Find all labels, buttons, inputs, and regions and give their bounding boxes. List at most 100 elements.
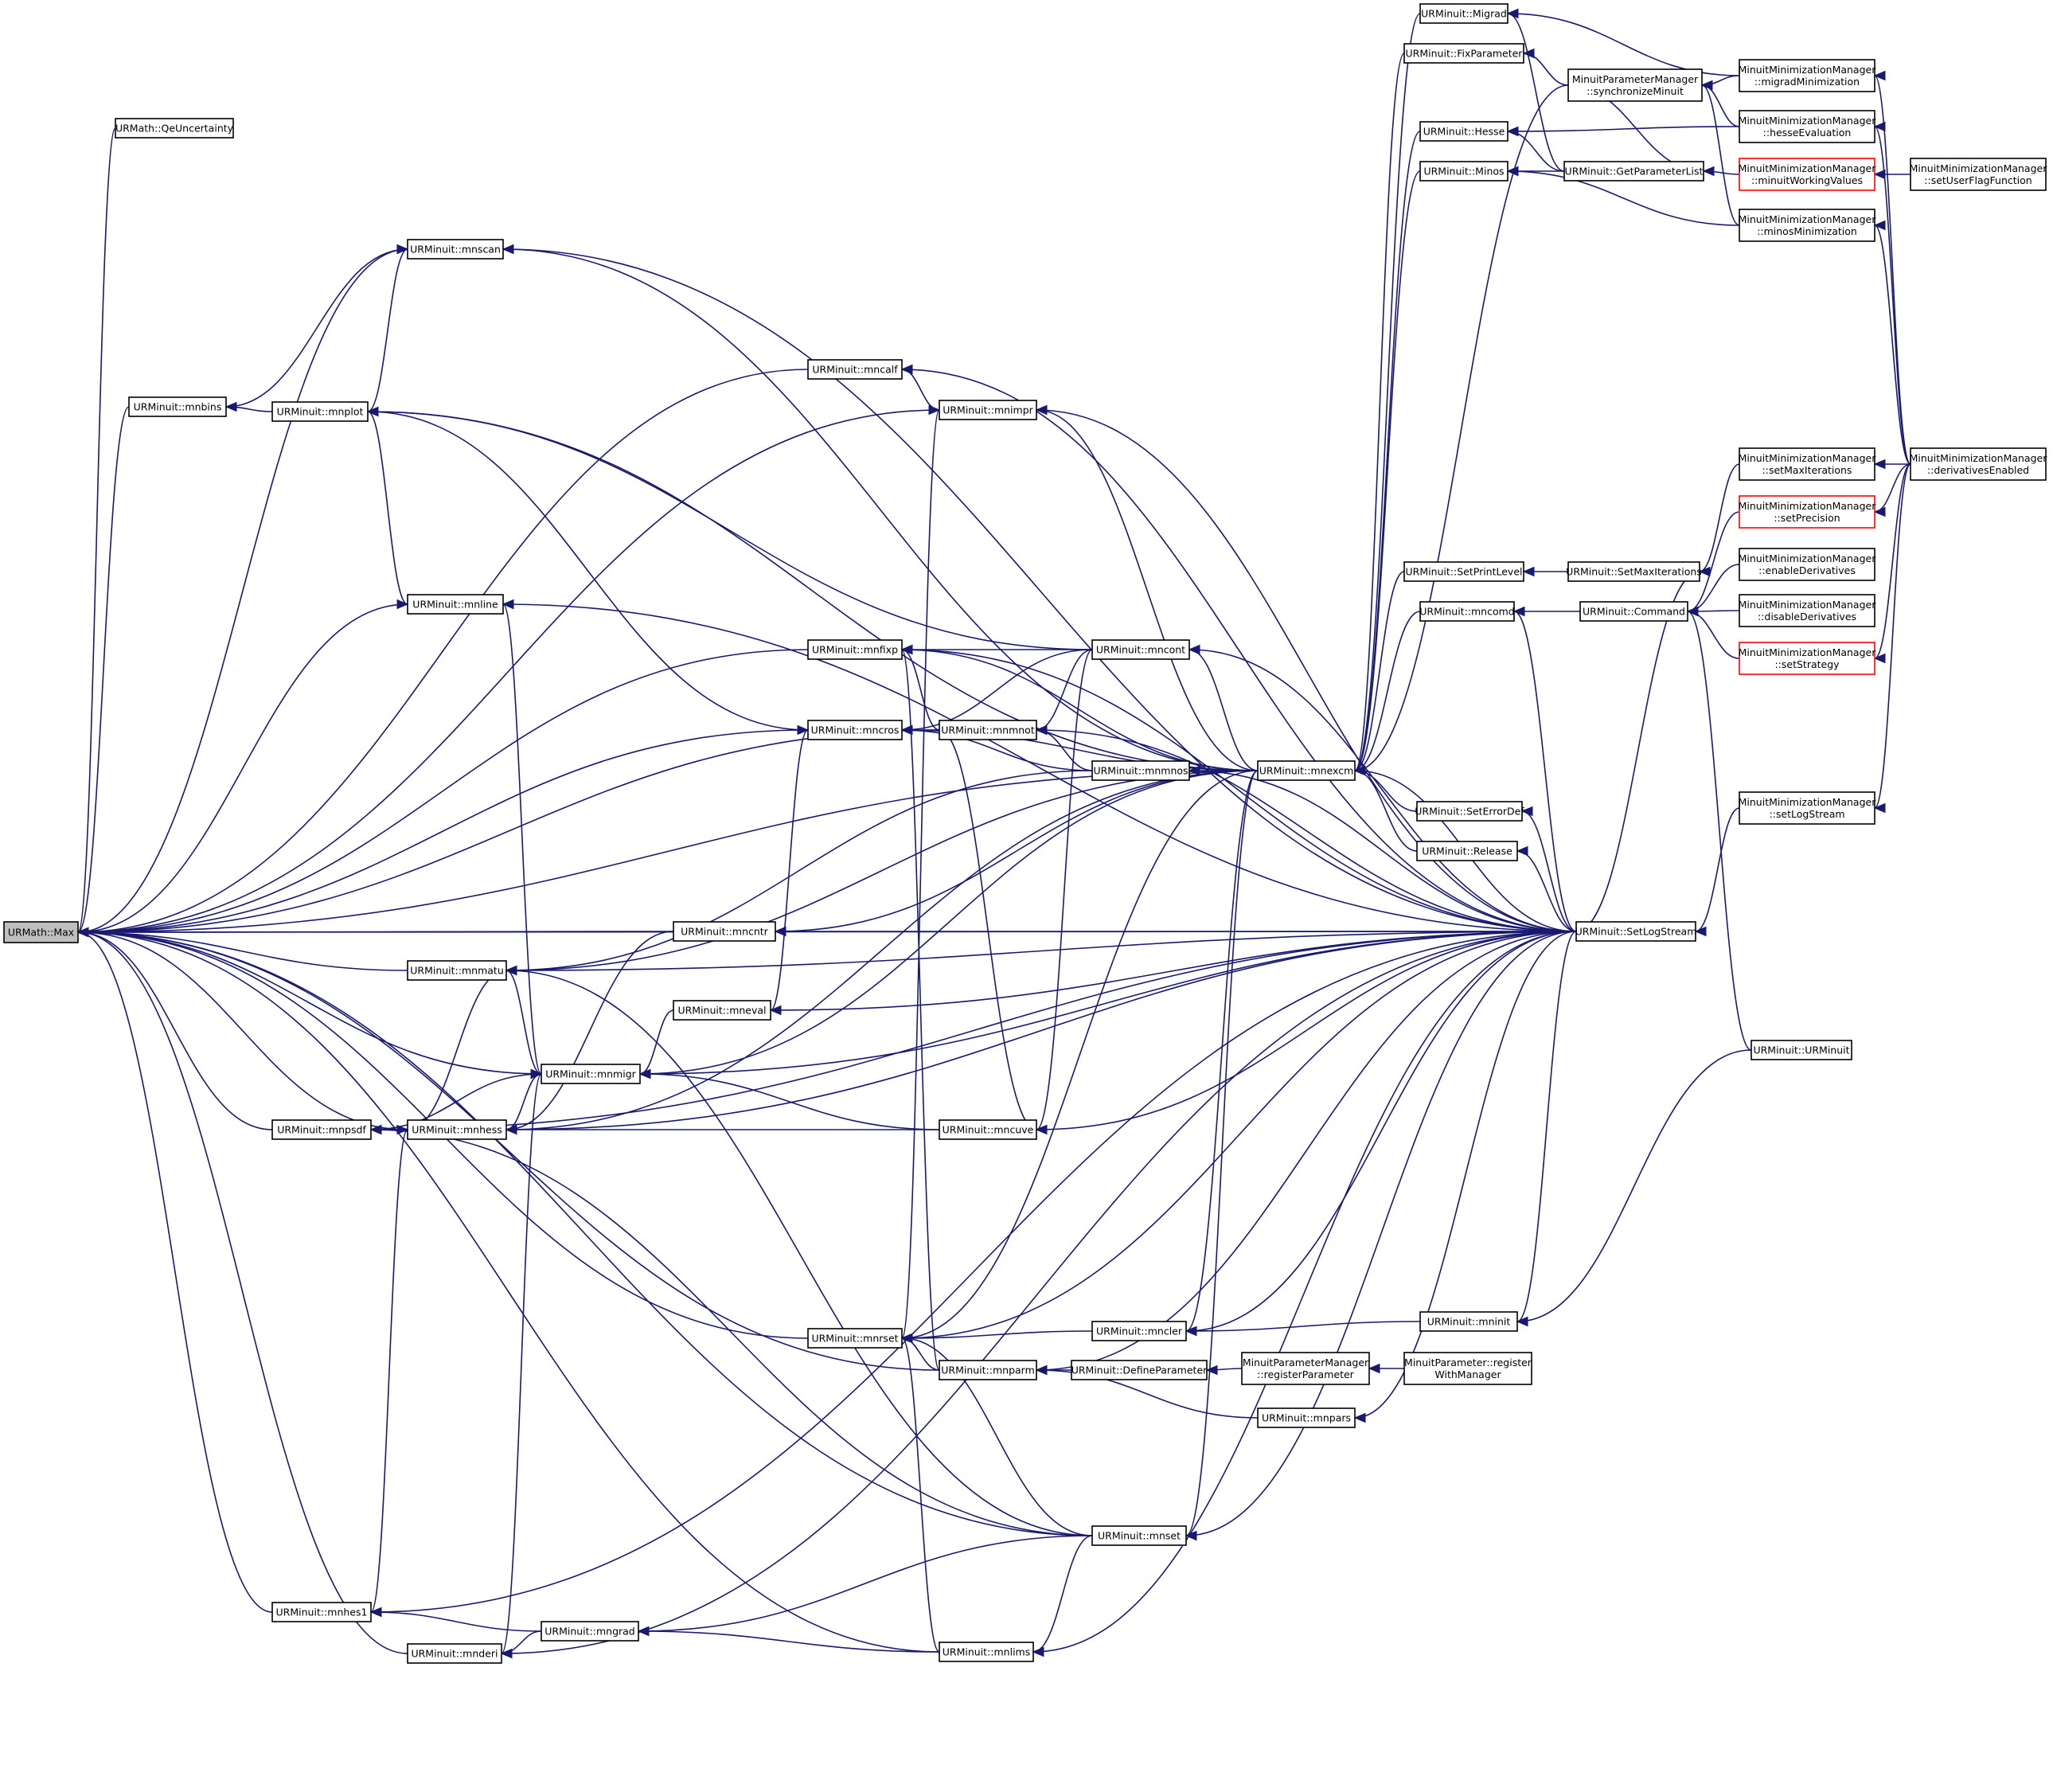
- edge-mnplot-to-mnbins: [224, 401, 273, 412]
- arrowhead: [1188, 644, 1200, 655]
- edge-release-to-mnexcm: [1353, 765, 1418, 852]
- edge-line: [505, 970, 542, 1075]
- node-box: [1910, 158, 2047, 191]
- node-setstrat[interactable]: MinuitMinimizationManager::setStrategy: [1739, 642, 1877, 675]
- node-mncros[interactable]: URMinuit::mncros: [807, 720, 903, 740]
- node-urminuit[interactable]: URMinuit::URMinuit: [1751, 1040, 1852, 1060]
- edge-line: [370, 931, 1577, 1130]
- node-mnmnos[interactable]: URMinuit::mnmnos: [1091, 760, 1190, 781]
- node-mnrset[interactable]: URMinuit::mnrset: [807, 1328, 903, 1349]
- edge-line: [901, 649, 1577, 932]
- node-command[interactable]: URMinuit::Command: [1579, 601, 1688, 622]
- node-disderiv[interactable]: MinuitMinimizationManager::disableDeriva…: [1739, 594, 1877, 627]
- node-mmsetlog[interactable]: MinuitMinimizationManager::setLogStream: [1739, 791, 1877, 825]
- edge-getparlist-to-migrad: [1506, 8, 1565, 172]
- node-minosmin[interactable]: MinuitMinimizationManager::minosMinimiza…: [1739, 209, 1877, 242]
- node-label: MinuitMinimizationManager: [1739, 796, 1877, 808]
- node-mnpsdf[interactable]: URMinuit::mnpsdf: [271, 1119, 372, 1140]
- node-mnmatu[interactable]: URMinuit::mnmatu: [407, 960, 507, 981]
- edge-mnmnos-to-mnmatu: [505, 770, 1093, 976]
- node-mnhes1[interactable]: URMinuit::mnhes1: [271, 1602, 372, 1622]
- node-label: URMath::Max: [8, 927, 74, 939]
- node-mncont[interactable]: URMinuit::mncont: [1091, 639, 1190, 660]
- node-mncomd[interactable]: URMinuit::mncomd: [1419, 601, 1515, 622]
- edge-line: [77, 931, 273, 1613]
- node-minos[interactable]: URMinuit::Minos: [1419, 161, 1509, 182]
- node-mnpars[interactable]: URMinuit::mnpars: [1257, 1407, 1356, 1428]
- node-label: MinuitMinimizationManager: [1910, 162, 2048, 174]
- node-label: URMinuit::SetErrorDef: [1415, 806, 1524, 818]
- node-mnscan[interactable]: URMinuit::mnscan: [407, 239, 504, 260]
- node-setuserflag[interactable]: MinuitMinimizationManager::setUserFlagFu…: [1910, 158, 2048, 191]
- node-mnlims[interactable]: URMinuit::mnlims: [939, 1642, 1034, 1662]
- node-label: URMinuit::mnpsdf: [277, 1124, 366, 1136]
- node-setprint[interactable]: URMinuit::SetPrintLevel: [1403, 561, 1524, 582]
- edge-line: [1874, 126, 1911, 465]
- arrowhead: [1873, 121, 1886, 132]
- edge-setlog-to-mninit: [1516, 931, 1577, 1327]
- node-mnbins[interactable]: URMinuit::mnbins: [128, 396, 227, 417]
- arrowhead: [769, 1005, 782, 1016]
- node-mncalf[interactable]: URMinuit::mncalf: [807, 359, 903, 380]
- node-mncntr[interactable]: URMinuit::mncntr: [673, 921, 776, 942]
- edge-mnmnot-to-max: [76, 729, 940, 938]
- node-mnplot[interactable]: URMinuit::mnplot: [271, 401, 369, 422]
- node-mnfixp[interactable]: URMinuit::mnfixp: [807, 639, 903, 660]
- edge-line: [1507, 126, 1740, 132]
- edge-derivenabled-to-setprec: [1873, 463, 1911, 517]
- node-syncmin[interactable]: MinuitParameterManager::synchronizeMinui…: [1567, 68, 1703, 102]
- arrowhead: [1516, 1316, 1528, 1327]
- node-setlog[interactable]: URMinuit::SetLogStream: [1575, 921, 1697, 942]
- edge-mnplot-to-mnscan: [367, 244, 409, 412]
- node-label: URMinuit::mnderi: [411, 1648, 498, 1660]
- node-mnset[interactable]: URMinuit::mnset: [1091, 1525, 1187, 1546]
- node-box: [1403, 43, 1524, 64]
- edge-derivenabled-to-mmsetmaxit: [1873, 459, 1911, 470]
- node-fixpar[interactable]: URMinuit::FixParameter: [1403, 43, 1524, 64]
- edge-line: [367, 248, 408, 412]
- node-box: [1403, 1352, 1532, 1385]
- node-setmaxit[interactable]: URMinuit::SetMaxIterations: [1566, 561, 1702, 582]
- node-mninit[interactable]: URMinuit::mninit: [1419, 1311, 1518, 1332]
- node-derivenabled[interactable]: MinuitMinimizationManager::derivativesEn…: [1910, 447, 2048, 481]
- node-mmsetmaxit[interactable]: MinuitMinimizationManager::setMaxIterati…: [1739, 447, 1877, 481]
- edge-workval-to-getparlist: [1702, 166, 1740, 177]
- node-getparlist[interactable]: URMinuit::GetParameterList: [1563, 161, 1704, 182]
- node-mnderi[interactable]: URMinuit::mnderi: [407, 1643, 502, 1664]
- node-label: MinuitMinimizationManager: [1739, 500, 1877, 512]
- node-box: [3, 921, 79, 943]
- node-mngrad[interactable]: URMinuit::mngrad: [541, 1621, 639, 1642]
- node-qe[interactable]: URMath::QeUncertainty: [115, 118, 234, 139]
- node-mncuve[interactable]: URMinuit::mncuve: [939, 1119, 1037, 1140]
- node-enderiv[interactable]: MinuitMinimizationManager::enableDerivat…: [1739, 548, 1877, 581]
- node-defpar[interactable]: URMinuit::DefineParameter: [1071, 1360, 1208, 1380]
- node-mnparm[interactable]: URMinuit::mnparm: [939, 1360, 1037, 1380]
- node-workval[interactable]: MinuitMinimizationManager::minuitWorking…: [1739, 158, 1877, 191]
- node-release[interactable]: URMinuit::Release: [1416, 841, 1518, 861]
- node-mnexcm[interactable]: URMinuit::mnexcm: [1257, 760, 1356, 781]
- edge-urminuit-to-mninit: [1516, 1049, 1752, 1327]
- edge-line: [770, 931, 1577, 1011]
- node-hesse[interactable]: URMinuit::Hesse: [1419, 121, 1509, 142]
- node-mnhess[interactable]: URMinuit::mnhess: [407, 1119, 507, 1140]
- edge-setlog-to-release: [1516, 845, 1577, 932]
- node-setprec[interactable]: MinuitMinimizationManager::setPrecision: [1739, 495, 1877, 529]
- node-hesseval[interactable]: MinuitMinimizationManager::hesseEvaluati…: [1739, 110, 1877, 143]
- node-regpar[interactable]: MinuitParameterManager::registerParamete…: [1241, 1352, 1370, 1385]
- node-box: [407, 1643, 502, 1664]
- edge-line: [770, 729, 809, 1011]
- node-mnmigr[interactable]: URMinuit::mnmigr: [541, 1064, 641, 1084]
- node-mnmnot[interactable]: URMinuit::mnmnot: [939, 720, 1037, 740]
- node-mneval[interactable]: URMinuit::mneval: [673, 1000, 771, 1021]
- node-migrad[interactable]: URMinuit::Migrad: [1419, 3, 1509, 24]
- node-mnimpr[interactable]: URMinuit::mnimpr: [939, 400, 1037, 420]
- node-mnline[interactable]: URMinuit::mnline: [407, 594, 504, 615]
- edge-line: [1874, 463, 1911, 809]
- edge-line: [505, 970, 1093, 1536]
- node-migmin[interactable]: MinuitMinimizationManager::migradMinimiz…: [1739, 59, 1877, 92]
- node-mncler[interactable]: URMinuit::mncler: [1091, 1321, 1187, 1341]
- node-max[interactable]: URMath::Max: [3, 921, 79, 943]
- node-box: [807, 1328, 903, 1349]
- node-seterrdef[interactable]: URMinuit::SetErrorDef: [1415, 801, 1524, 822]
